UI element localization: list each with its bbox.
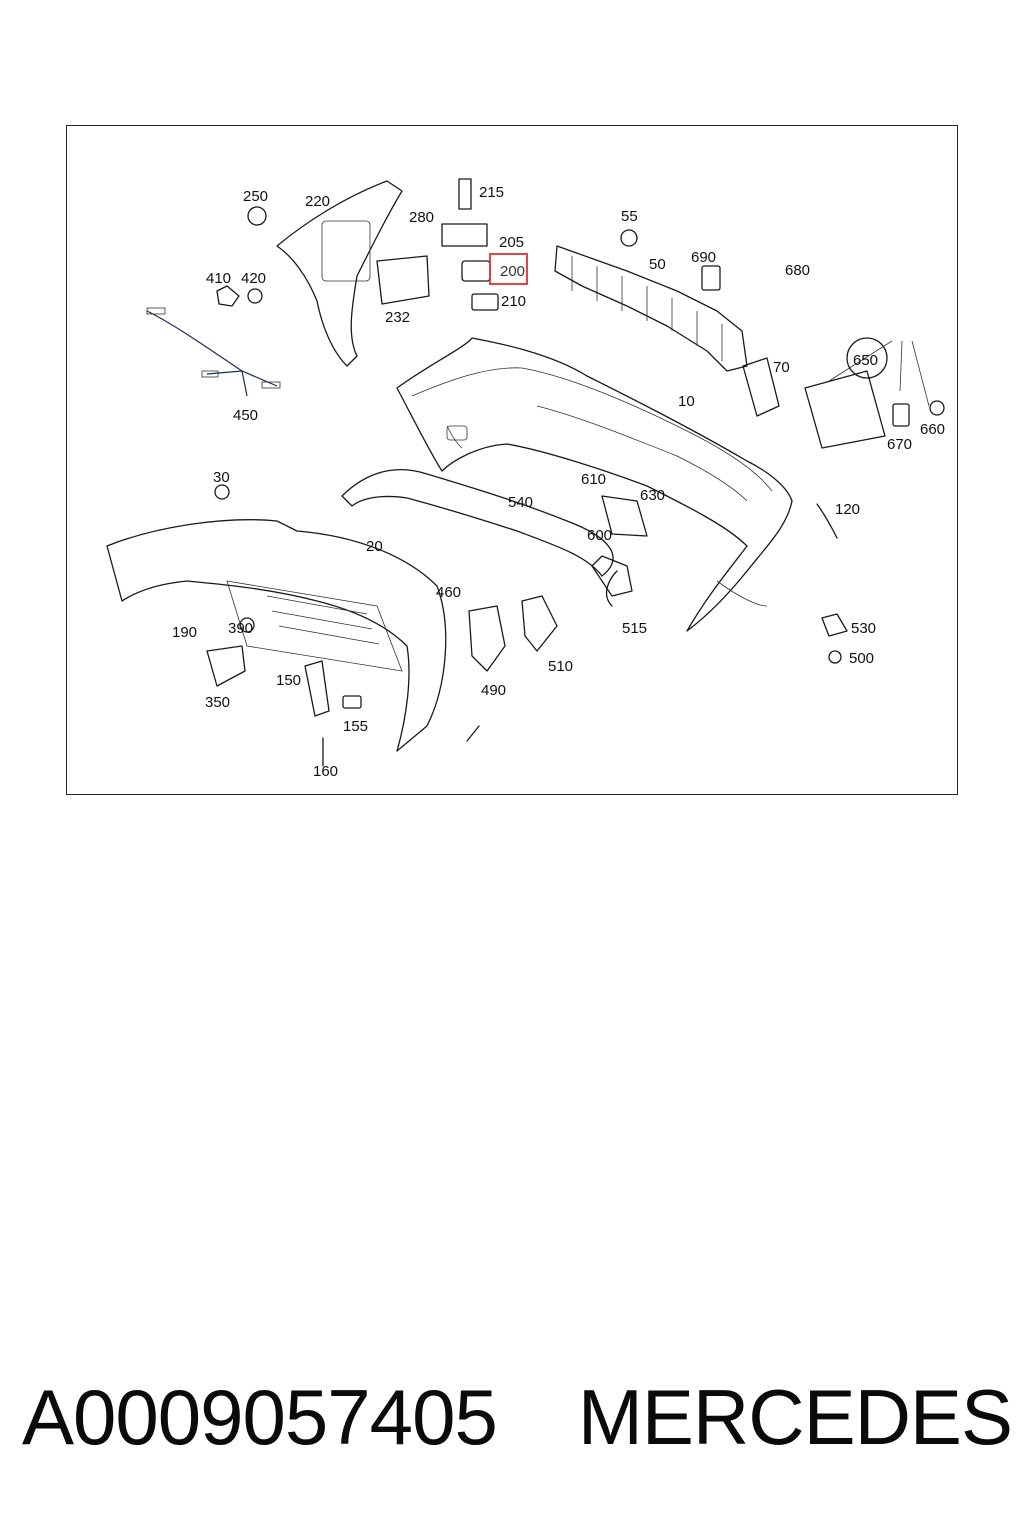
callout-515: 515 bbox=[622, 620, 647, 637]
callout-420: 420 bbox=[241, 270, 266, 287]
callout-150: 150 bbox=[276, 672, 301, 689]
impact-absorber-drawing bbox=[554, 245, 748, 372]
callout-120: 120 bbox=[835, 501, 860, 518]
brand-name: MERCEDES bbox=[577, 1373, 1013, 1461]
callout-530: 530 bbox=[851, 620, 876, 637]
callout-350: 350 bbox=[205, 694, 230, 711]
callout-650: 650 bbox=[853, 352, 878, 369]
callout-600: 600 bbox=[587, 527, 612, 544]
callout-670: 670 bbox=[887, 436, 912, 453]
parts-diagram: 250 220 280 215 205 200 210 55 50 690 68… bbox=[66, 125, 958, 795]
callout-450: 450 bbox=[233, 407, 258, 424]
callout-55: 55 bbox=[621, 208, 638, 225]
bracket-left-drawing bbox=[276, 180, 430, 367]
callout-50: 50 bbox=[649, 256, 666, 273]
highlight-box-200 bbox=[489, 253, 528, 285]
small-parts-drawing bbox=[206, 178, 945, 767]
callout-210: 210 bbox=[501, 293, 526, 310]
trim-strip-drawing bbox=[341, 468, 614, 577]
callout-70: 70 bbox=[773, 359, 790, 376]
leader-lines bbox=[828, 340, 930, 407]
part-number: A0009057405 bbox=[22, 1373, 498, 1461]
bumper-cover-drawing bbox=[396, 337, 793, 632]
callout-20: 20 bbox=[366, 538, 383, 555]
wiring-harness-drawing bbox=[146, 307, 281, 397]
callout-250: 250 bbox=[243, 188, 268, 205]
callout-690: 690 bbox=[691, 249, 716, 266]
lower-diffuser-drawing bbox=[106, 519, 447, 752]
callout-155: 155 bbox=[343, 718, 368, 735]
callout-460: 460 bbox=[436, 584, 461, 601]
callout-280: 280 bbox=[409, 209, 434, 226]
callout-680: 680 bbox=[785, 262, 810, 279]
footer-caption: A0009057405 MERCEDES bbox=[22, 1372, 1013, 1462]
callout-190: 190 bbox=[172, 624, 197, 641]
callout-10: 10 bbox=[678, 393, 695, 410]
callout-200: 200 bbox=[500, 263, 525, 280]
callout-610: 610 bbox=[581, 471, 606, 488]
callout-630: 630 bbox=[640, 487, 665, 504]
callout-390: 390 bbox=[228, 620, 253, 637]
callout-490: 490 bbox=[481, 682, 506, 699]
callout-30: 30 bbox=[213, 469, 230, 486]
callout-160: 160 bbox=[313, 763, 338, 780]
callout-232: 232 bbox=[385, 309, 410, 326]
callout-510: 510 bbox=[548, 658, 573, 675]
callout-205: 205 bbox=[499, 234, 524, 251]
callout-410: 410 bbox=[206, 270, 231, 287]
callout-220: 220 bbox=[305, 193, 330, 210]
exploded-parts-drawing: 250 220 280 215 205 200 210 55 50 690 68… bbox=[106, 178, 945, 780]
callout-540: 540 bbox=[508, 494, 533, 511]
callout-660: 660 bbox=[920, 421, 945, 438]
callout-labels: 250 220 280 215 205 200 210 55 50 690 68… bbox=[172, 184, 945, 780]
callout-500: 500 bbox=[849, 650, 874, 667]
callout-215: 215 bbox=[479, 184, 504, 201]
